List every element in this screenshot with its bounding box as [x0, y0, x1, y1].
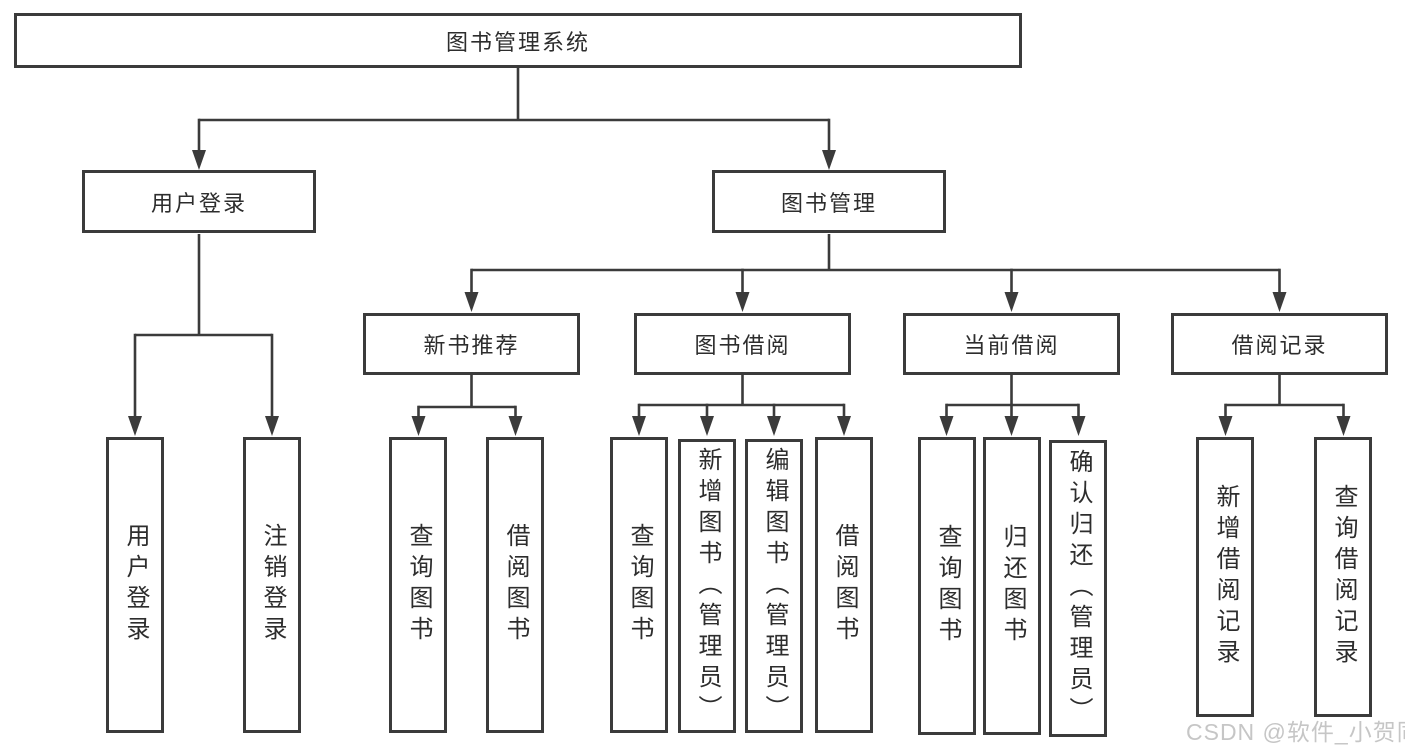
leaf-query-books-current-label: 查询图书 [933, 524, 961, 648]
leaf-user-login-label: 用户登录 [121, 523, 149, 647]
leaf-logout: 注销登录 [243, 437, 301, 733]
node-book-borrow-label: 图书借阅 [694, 333, 791, 358]
leaf-borrow-books-recommend-label: 借阅图书 [501, 523, 529, 647]
node-borrow-records: 借阅记录 [1171, 313, 1388, 375]
leaf-query-books-recommend: 查询图书 [389, 437, 447, 733]
node-new-book-recommend-label: 新书推荐 [423, 333, 520, 358]
node-root: 图书管理系统 [14, 13, 1022, 68]
leaf-borrow-books-recommend: 借阅图书 [486, 437, 544, 733]
arrowheads [128, 150, 1351, 436]
leaf-borrow-books-2: 借阅图书 [815, 437, 873, 733]
leaf-return-book-label: 归还图书 [998, 524, 1026, 648]
leaf-confirm-return-admin-label: 确认归还（管理员） [1064, 449, 1092, 728]
watermark: CSDN @软件_小贺同学 [1186, 719, 1405, 745]
leaf-query-borrow-record-label: 查询借阅记录 [1329, 484, 1357, 670]
leaf-query-books-borrow: 查询图书 [610, 437, 668, 733]
node-user-login-label: 用户登录 [150, 190, 247, 216]
node-root-label: 图书管理系统 [445, 29, 590, 55]
leaf-edit-book-admin: 编辑图书（管理员） [745, 439, 803, 733]
leaf-add-borrow-record-label: 新增借阅记录 [1211, 484, 1239, 670]
node-borrow-records-label: 借阅记录 [1231, 333, 1328, 358]
leaf-return-book: 归还图书 [983, 437, 1041, 735]
leaf-borrow-books-2-label: 借阅图书 [830, 523, 858, 647]
leaf-query-books-recommend-label: 查询图书 [404, 523, 432, 647]
leaf-query-books-borrow-label: 查询图书 [625, 523, 653, 647]
node-book-management: 图书管理 [712, 170, 946, 233]
node-current-borrow-label: 当前借阅 [963, 333, 1060, 358]
leaf-logout-label: 注销登录 [258, 523, 286, 647]
leaf-add-book-admin: 新增图书（管理员） [678, 439, 736, 733]
node-book-management-label: 图书管理 [780, 190, 877, 216]
leaf-add-book-admin-label: 新增图书（管理员） [693, 446, 721, 726]
leaf-confirm-return-admin: 确认归还（管理员） [1049, 440, 1107, 737]
node-user-login: 用户登录 [82, 170, 316, 233]
leaf-edit-book-admin-label: 编辑图书（管理员） [760, 446, 788, 726]
leaf-query-books-current: 查询图书 [918, 437, 976, 735]
node-current-borrow: 当前借阅 [903, 313, 1120, 375]
node-book-borrow: 图书借阅 [634, 313, 851, 375]
node-new-book-recommend: 新书推荐 [363, 313, 580, 375]
leaf-add-borrow-record: 新增借阅记录 [1196, 437, 1254, 717]
leaf-user-login: 用户登录 [106, 437, 164, 733]
leaf-query-borrow-record: 查询借阅记录 [1314, 437, 1372, 717]
